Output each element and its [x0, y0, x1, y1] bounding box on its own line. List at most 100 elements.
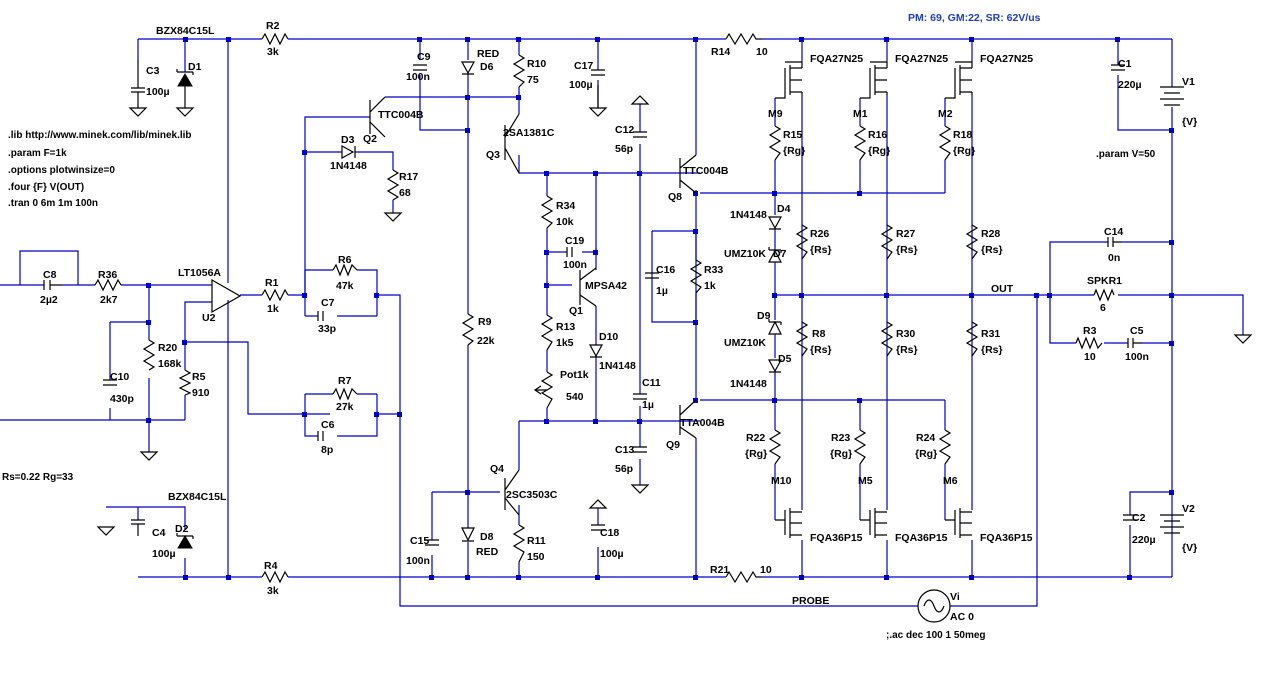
label-r24-ref: R24 [916, 432, 935, 444]
label-spkr-val: 6 [1100, 302, 1106, 314]
label-q9-ref: Q9 [666, 439, 680, 451]
label-r33-val: 1k [704, 280, 716, 292]
label-r15-ref: R15 [783, 129, 802, 141]
label-d2-part: BZX84C15L [168, 491, 227, 503]
label-r4-ref: R4 [264, 560, 278, 572]
label-vi-val: AC 0 [950, 611, 974, 623]
label-d1-ref: D1 [188, 61, 202, 73]
label-r8-ref: R8 [812, 328, 826, 340]
label-d4-ref: D4 [777, 203, 791, 215]
label-q1-part: MPSA42 [585, 280, 627, 292]
label-r33-ref: R33 [704, 264, 723, 276]
label-r8-val: {Rs} [810, 344, 832, 356]
label-c8-ref: C8 [43, 269, 57, 281]
label-r7-ref: R7 [338, 375, 352, 387]
label-c13-val: 56p [615, 463, 633, 475]
label-r5-val: 910 [192, 387, 210, 399]
label-m2-part: FQA27N25 [980, 53, 1033, 65]
label-d3-ref: D3 [341, 134, 355, 146]
label-d9-ref: D9 [757, 310, 771, 322]
label-c12-val: 56p [615, 143, 633, 155]
label-r7-val: 27k [336, 401, 354, 413]
label-m6-part: FQA36P15 [980, 532, 1033, 544]
label-d8-part: RED [476, 546, 499, 558]
label-q4-part: 2SC3503C [506, 489, 558, 501]
junctions [146, 37, 1174, 580]
label-v1-ref: V1 [1182, 76, 1195, 88]
label-r10-ref: R10 [527, 58, 546, 70]
label-r10-val: 75 [527, 74, 539, 86]
label-r28-ref: R28 [981, 228, 1000, 240]
label-c6-ref: C6 [321, 419, 335, 431]
label-d10-ref: D10 [599, 331, 618, 343]
label-r23-ref: R23 [831, 432, 850, 444]
label-r30-ref: R30 [896, 328, 915, 340]
label-c12-ref: C12 [615, 124, 634, 136]
label-r34-val: 10k [556, 216, 574, 228]
label-c13-ref: C13 [615, 444, 634, 456]
label-u2-part: LT1056A [178, 267, 221, 279]
label-m9-ref: M9 [768, 108, 783, 120]
label-c15-val: 100n [406, 555, 430, 567]
label-r15-val: {Rg} [783, 145, 805, 157]
label-r36-ref: R36 [98, 269, 117, 281]
label-r1-val: 1k [267, 303, 279, 315]
label-r6-ref: R6 [338, 254, 352, 266]
label-m5-part: FQA36P15 [895, 532, 948, 544]
label-m10-part: FQA36P15 [810, 532, 863, 544]
label-c3-val: 100µ [146, 86, 170, 98]
ground-symbols [96, 85, 1253, 536]
label-d5-ref: D5 [778, 353, 792, 365]
label-c9-ref: C9 [417, 51, 431, 63]
directive-options: .options plotwinsize=0 [8, 165, 115, 176]
label-q8-ref: Q8 [668, 191, 682, 203]
label-r18-ref: R18 [953, 129, 972, 141]
label-c1-val: 220µ [1118, 79, 1142, 91]
ac-directive: ;.ac dec 100 1 50meg [886, 630, 986, 641]
label-c17-val: 100µ [569, 79, 593, 91]
label-m5-ref: M5 [858, 475, 873, 487]
label-v2-ref: V2 [1182, 503, 1195, 515]
label-c18-val: 100µ [600, 548, 624, 560]
label-q3-ref: Q3 [486, 149, 500, 161]
label-c10-val: 430p [110, 393, 134, 405]
label-c8-val: 2µ2 [40, 294, 58, 306]
label-pot-val: 540 [566, 391, 584, 403]
label-r20-ref: R20 [158, 342, 177, 354]
label-d6-ref: D6 [480, 61, 494, 73]
label-d7-ref: D7 [773, 248, 787, 260]
label-r13-val: 1k5 [556, 337, 574, 349]
label-d10-part: 1N4148 [599, 360, 636, 372]
rs-rg-param: Rs=0.22 Rg=33 [2, 472, 74, 483]
label-c3-ref: C3 [146, 65, 160, 77]
label-c4-ref: C4 [152, 527, 166, 539]
label-m1-part: FQA27N25 [895, 53, 948, 65]
label-q1-ref: Q1 [569, 305, 583, 317]
label-r30-val: {Rs} [896, 344, 918, 356]
label-r9-val: 22k [477, 335, 495, 347]
label-c7-val: 33p [318, 323, 336, 335]
label-d2-ref: D2 [175, 523, 189, 535]
label-q8-part: TTC004B [683, 165, 729, 177]
label-m2-ref: M2 [938, 108, 953, 120]
label-c7-ref: C7 [321, 297, 335, 309]
label-c11-ref: C11 [642, 377, 661, 389]
label-r23-val: {Rg} [830, 448, 852, 460]
labels: PM: 69, GM:22, SR: 62V/us .lib http://ww… [2, 12, 1197, 641]
label-c6-val: 8p [321, 444, 333, 456]
probe-net-label: PROBE [792, 595, 829, 607]
label-c2-val: 220µ [1132, 534, 1156, 546]
label-c11-val: 1µ [642, 399, 654, 411]
label-r24-val: {Rg} [915, 448, 937, 460]
label-r18-val: {Rg} [953, 145, 975, 157]
label-c17-ref: C17 [574, 60, 593, 72]
label-r26-ref: R26 [810, 228, 829, 240]
label-r31-val: {Rs} [981, 344, 1003, 356]
label-r27-ref: R27 [896, 228, 915, 240]
label-r28-val: {Rs} [981, 244, 1003, 256]
label-r2-val: 3k [267, 46, 279, 58]
label-r31-ref: R31 [981, 328, 1000, 340]
directive-lib: .lib http://www.minek.com/lib/minek.lib [8, 130, 192, 141]
label-c19-ref: C19 [565, 235, 584, 247]
label-q2-part: TTC004B [378, 109, 424, 121]
